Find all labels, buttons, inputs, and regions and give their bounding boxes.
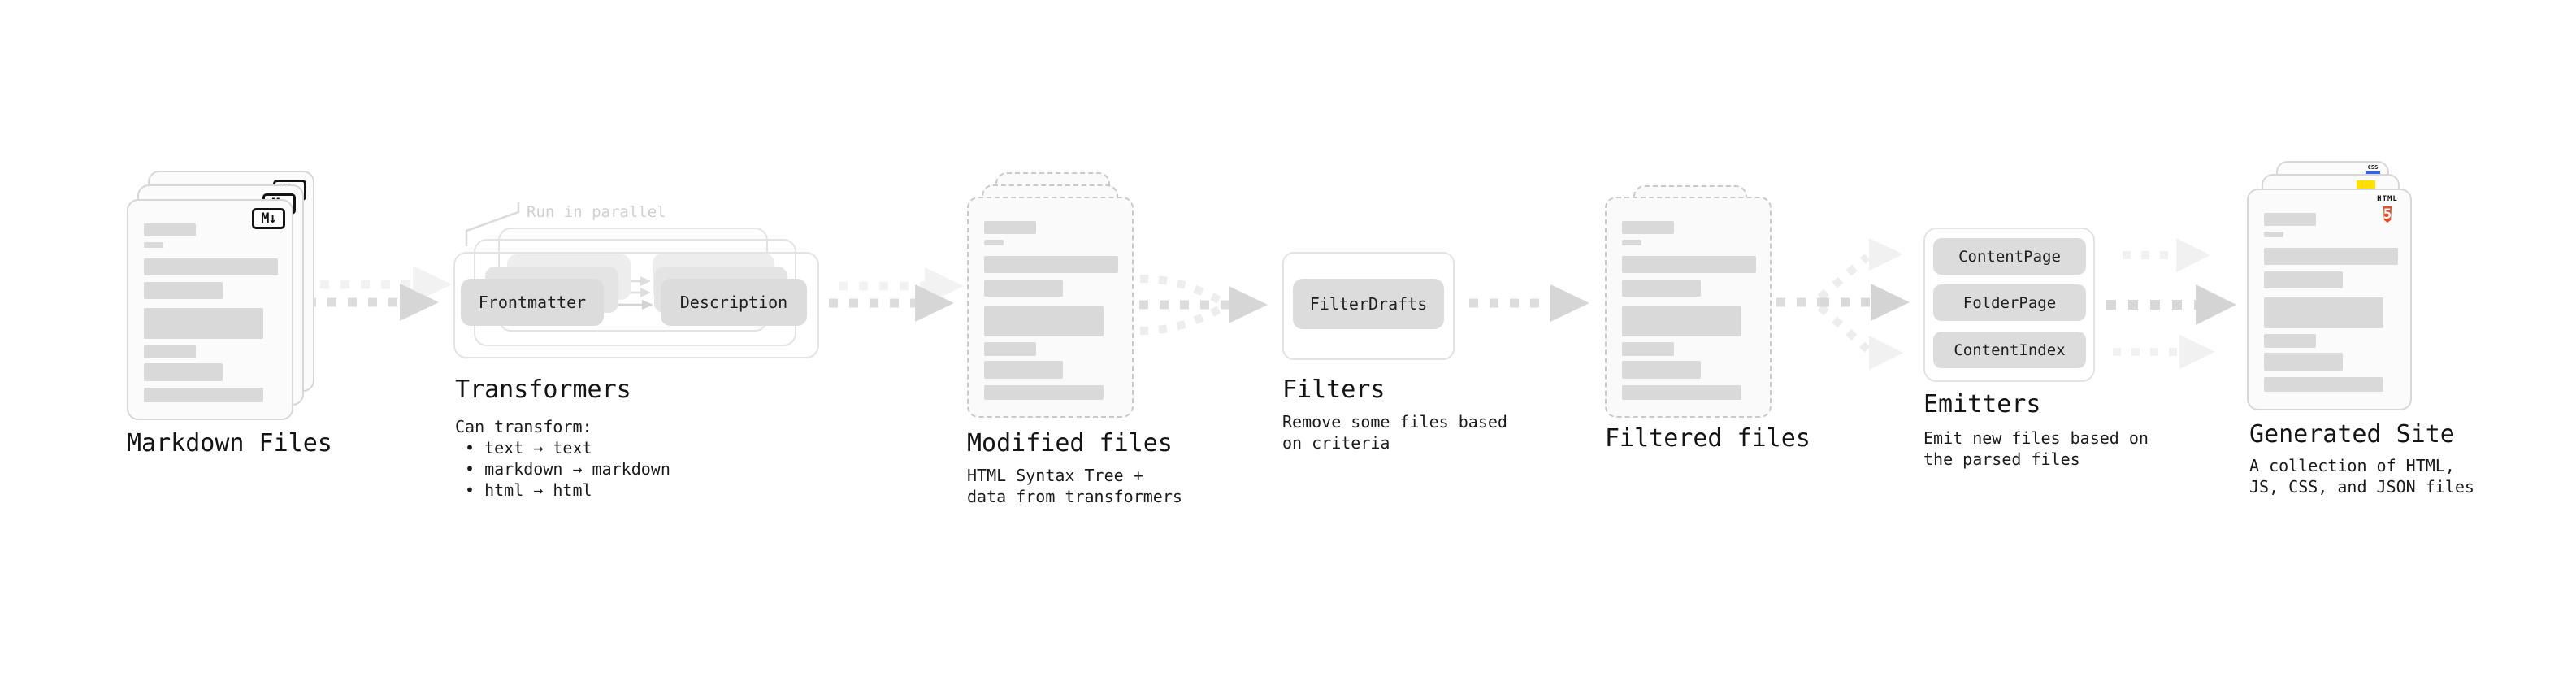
- stage-label-filtered-files: Filtered files: [1605, 424, 1811, 453]
- description-node-label: Description: [679, 293, 788, 312]
- content-page-node-label: ContentPage: [1958, 247, 2061, 266]
- transformers-description-line: Can transform:: [455, 417, 592, 436]
- folder-page-node: FolderPage: [1933, 284, 2086, 321]
- arrow-filters-to-filtered: [1469, 284, 1589, 322]
- filters-description-line: on criteria: [1282, 433, 1390, 453]
- filtered-file-card-front: [1605, 197, 1772, 418]
- transformer-container-front: [453, 252, 819, 358]
- text-placeholder-bars: [984, 221, 1120, 400]
- stage-label-markdown-files: Markdown Files: [127, 429, 332, 458]
- css-icon-label: CSS: [2367, 164, 2379, 171]
- css-icon: CSS: [2365, 165, 2381, 175]
- generated-site-description: A collection of HTML, JS, CSS, and JSON …: [2249, 455, 2474, 497]
- generated-site-description-line: JS, CSS, and JSON files: [2249, 477, 2474, 497]
- html5-icon-label: HTML: [2377, 195, 2398, 203]
- content-index-node-label: ContentIndex: [1954, 340, 2066, 359]
- text-placeholder-bars: [1622, 221, 1758, 400]
- content-page-node: ContentPage: [1933, 238, 2086, 275]
- arrow-transformers-to-modified: [829, 267, 964, 322]
- transformers-description-line: • html → html: [465, 480, 592, 500]
- frontmatter-node-label: Frontmatter: [478, 293, 587, 312]
- css-icon-underline: [2366, 171, 2380, 175]
- text-placeholder-bars: [2264, 213, 2400, 392]
- arrow-merge-modified-to-filters: [1139, 275, 1268, 335]
- description-node: Description: [661, 279, 807, 326]
- frontmatter-node: Frontmatter: [461, 279, 604, 326]
- stage-label-filters: Filters: [1282, 375, 1386, 404]
- modified-files-description-line: HTML Syntax Tree +: [967, 466, 1143, 485]
- arrow-split-filtered-to-emitters: [1776, 238, 1910, 370]
- emitters-description-line: Emit new files based on: [1923, 428, 2149, 448]
- emitters-description-line: the parsed files: [1923, 449, 2080, 469]
- filters-description: Remove some files based on criteria: [1282, 411, 1507, 453]
- generated-site-description-line: A collection of HTML,: [2249, 456, 2455, 475]
- emitters-description: Emit new files based on the parsed files: [1923, 427, 2149, 470]
- folder-page-node-label: FolderPage: [1962, 293, 2057, 312]
- site-file-card-html: HTML 5: [2247, 189, 2412, 410]
- transformers-description-line: • text → text: [465, 438, 592, 458]
- markdown-file-card-front: M↓: [127, 199, 293, 420]
- content-index-node: ContentIndex: [1933, 332, 2086, 368]
- js-icon: [2357, 180, 2375, 189]
- modified-files-description: HTML Syntax Tree + data from transformer…: [967, 465, 1182, 507]
- filters-description-line: Remove some files based: [1282, 412, 1507, 432]
- run-in-parallel-annotation: Run in parallel: [527, 203, 666, 221]
- run-in-parallel-callout-line: [465, 202, 520, 246]
- filter-drafts-node-label: FilterDrafts: [1309, 294, 1428, 314]
- transformers-description-line: • markdown → markdown: [465, 459, 670, 479]
- stage-label-generated-site: Generated Site: [2249, 420, 2455, 449]
- text-placeholder-bars: [144, 223, 280, 402]
- filter-drafts-node: FilterDrafts: [1293, 279, 1444, 329]
- stage-label-transformers: Transformers: [455, 375, 631, 404]
- markdown-icon: M↓: [252, 208, 285, 229]
- transformers-description: Can transform: • text → text • markdown …: [455, 416, 670, 501]
- arrow-markdown-to-transformers: [307, 266, 452, 321]
- html5-icon: HTML 5: [2373, 195, 2402, 226]
- stage-label-modified-files: Modified files: [967, 429, 1173, 458]
- modified-file-card-front: [967, 197, 1134, 418]
- arrows-emitters-to-site: [2106, 238, 2236, 369]
- stage-label-emitters: Emitters: [1923, 390, 2041, 419]
- modified-files-description-line: data from transformers: [967, 487, 1182, 506]
- html5-shield: 5: [2383, 206, 2392, 223]
